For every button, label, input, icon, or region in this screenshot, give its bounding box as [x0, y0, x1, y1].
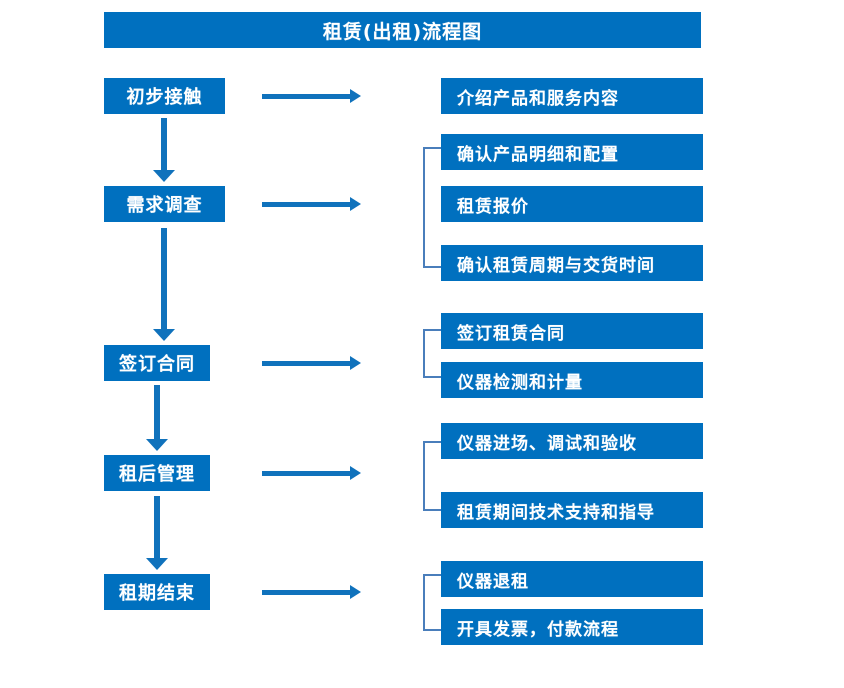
flow-arrow-down-1 [153, 118, 175, 182]
link-arrow-right-3 [262, 356, 361, 370]
link-arrow-right-2 [262, 197, 361, 211]
stage-box-sign-contract[interactable]: 签订合同 [104, 345, 210, 381]
group-bracket-requirement [423, 147, 441, 268]
stage-box-rental-end[interactable]: 租期结束 [104, 574, 210, 610]
stage-box-requirement-survey[interactable]: 需求调查 [104, 186, 225, 222]
detail-box-rental-quotation[interactable]: 租赁报价 [441, 186, 703, 222]
detail-box-instrument-onsite-commissioning[interactable]: 仪器进场、调试和验收 [441, 423, 703, 459]
flow-arrow-down-2 [153, 228, 175, 341]
group-bracket-post-rental [423, 441, 441, 511]
flow-arrow-down-3 [146, 385, 168, 451]
detail-box-instrument-inspection[interactable]: 仪器检测和计量 [441, 362, 703, 398]
detail-box-sign-rental-contract[interactable]: 签订租赁合同 [441, 313, 703, 349]
chart-title: 租赁(出租)流程图 [104, 12, 701, 48]
flow-arrow-down-4 [146, 496, 168, 570]
link-arrow-right-1 [262, 89, 361, 103]
detail-box-introduce-products[interactable]: 介绍产品和服务内容 [441, 78, 703, 114]
link-arrow-right-4 [262, 466, 361, 480]
detail-box-instrument-return[interactable]: 仪器退租 [441, 561, 703, 597]
stage-box-post-rental-management[interactable]: 租后管理 [104, 455, 210, 491]
link-arrow-right-5 [262, 585, 361, 599]
group-bracket-contract [423, 329, 441, 378]
detail-box-invoice-payment[interactable]: 开具发票，付款流程 [441, 609, 703, 645]
stage-box-initial-contact[interactable]: 初步接触 [104, 78, 225, 114]
group-bracket-rental-end [423, 574, 441, 631]
detail-box-technical-support[interactable]: 租赁期间技术支持和指导 [441, 492, 703, 528]
detail-box-confirm-period-delivery[interactable]: 确认租赁周期与交货时间 [441, 245, 703, 281]
detail-box-confirm-product-details[interactable]: 确认产品明细和配置 [441, 134, 703, 170]
